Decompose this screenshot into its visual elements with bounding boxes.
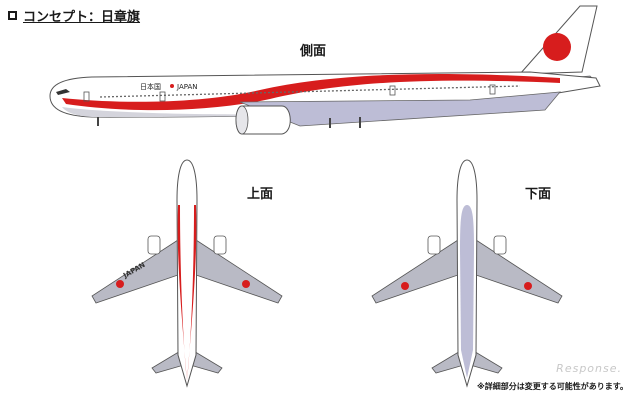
bottom-left-wing [371,239,459,304]
side-view-aircraft [49,5,601,135]
concept-title: コンセプト：日章旗 [23,10,141,25]
footnote-text: ※詳細部分は変更する可能性があります。 [477,382,628,391]
side-view-label: 側面 [300,44,327,59]
top-view-label: 上面 [247,187,274,202]
bottom-left-engine [427,235,441,255]
top-left-wing-sun [116,280,124,288]
top-fuselage [176,159,198,388]
top-right-engine [213,235,227,255]
fuselage-text-jp: 日本国 [140,82,161,91]
top-right-wing-sun [242,280,250,288]
bottom-right-wing [475,239,563,304]
concept-header: コンセプト：日章旗 [8,6,140,25]
response-watermark: Response. [556,362,622,375]
top-left-engine [147,235,161,255]
bottom-view-label: 下面 [525,187,552,202]
bottom-left-wing-sun [401,282,409,290]
top-right-wing [195,239,283,304]
square-bullet-icon [8,11,17,20]
side-landing-gear [97,117,361,128]
top-view-aircraft [91,159,283,388]
side-red-cheatline [62,74,560,111]
side-doors [83,84,496,102]
fuselage-text-en: JAPAN [176,83,198,91]
bottom-view-aircraft [371,159,563,388]
bottom-right-wing-sun [524,282,532,290]
tail-sun-emblem [543,33,571,61]
bottom-right-engine [493,235,507,255]
side-flag-emblem [170,84,174,88]
bottom-lavender-belly [460,205,474,378]
top-red-stripe [177,205,187,382]
